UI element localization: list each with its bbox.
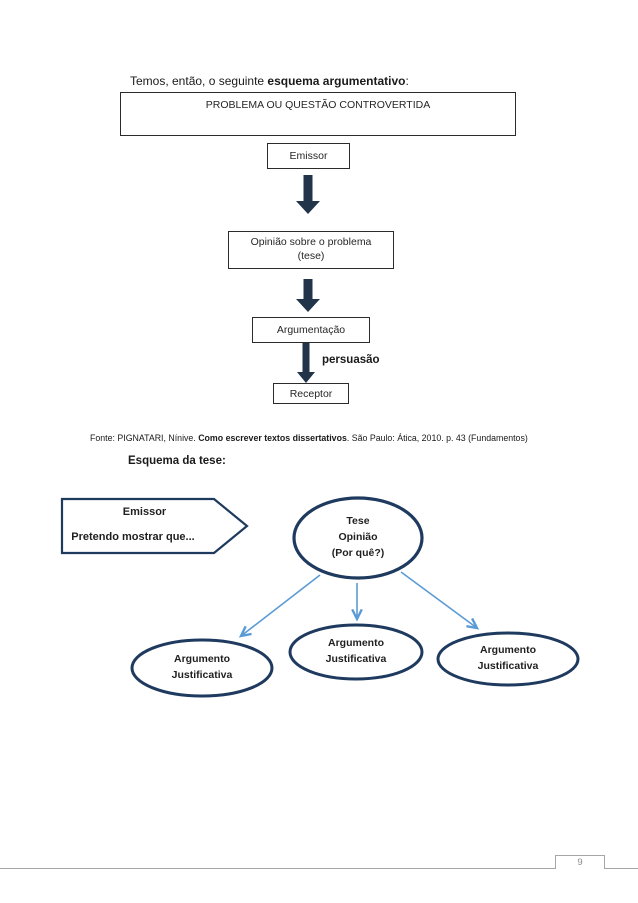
opiniao-box: Opinião sobre o problema (tese): [228, 231, 394, 269]
intro-bold: esquema argumentativo: [267, 74, 406, 88]
opiniao-line2: (tese): [297, 250, 325, 262]
citation-book-title: Como escrever textos dissertativos: [198, 433, 347, 443]
argumento-middle-line1: Argumento: [328, 637, 384, 650]
citation-suffix: . São Paulo: Ática, 2010. p. 43 (Fundame…: [346, 433, 528, 443]
down-arrow-icon-1: [296, 175, 320, 214]
argumento-left-line1: Argumento: [174, 653, 230, 666]
argumento-label-right: Argumento Justificativa: [437, 633, 579, 685]
footer-divider: [0, 868, 638, 869]
receptor-box: Receptor: [273, 383, 349, 404]
argumento-left-line2: Justificativa: [171, 669, 233, 681]
intro-suffix: :: [405, 74, 409, 88]
emissor-pentagon-subtitle: Pretendo mostrar que...: [71, 531, 195, 543]
emissor-pentagon-title: Emissor: [122, 506, 167, 518]
citation-prefix: Fonte: PIGNATARI, Nínive.: [90, 433, 199, 443]
tese-ellipse-label: Tese Opinião (Por quê?): [293, 500, 423, 576]
argumento-right-line1: Argumento: [480, 644, 536, 657]
opiniao-line1: Opinião sobre o problema: [250, 236, 372, 249]
down-arrow-icon-2: [296, 279, 320, 312]
intro-prefix: Temos, então, o seguinte: [130, 74, 268, 88]
tese-line3: (Por quê?): [331, 546, 385, 559]
tese-line2: Opinião: [338, 531, 378, 544]
esquema-da-tese-heading: Esquema da tese:: [128, 455, 226, 467]
tese-line1: Tese: [346, 515, 370, 528]
page-number-badge: 9: [555, 855, 605, 869]
page-number: 9: [577, 857, 583, 868]
problema-box: PROBLEMA OU QUESTÃO CONTROVERTIDA: [120, 92, 516, 136]
argumento-label-left: Argumento Justificativa: [132, 640, 272, 696]
argumentacao-box: Argumentação: [252, 317, 370, 343]
argumento-middle-line2: Justificativa: [325, 653, 387, 665]
connector-arrow-right: [400, 571, 480, 630]
argumento-right-line2: Justificativa: [477, 660, 539, 672]
persuasao-label: persuasão: [322, 354, 380, 366]
source-citation: Fonte: PIGNATARI, Nínive. Como escrever …: [90, 433, 528, 443]
intro-sentence: Temos, então, o seguinte esquema argumen…: [130, 74, 409, 88]
emissor-box: Emissor: [267, 143, 350, 169]
down-arrow-icon-persuasao: [297, 343, 315, 383]
argumento-label-middle: Argumento Justificativa: [289, 625, 423, 679]
